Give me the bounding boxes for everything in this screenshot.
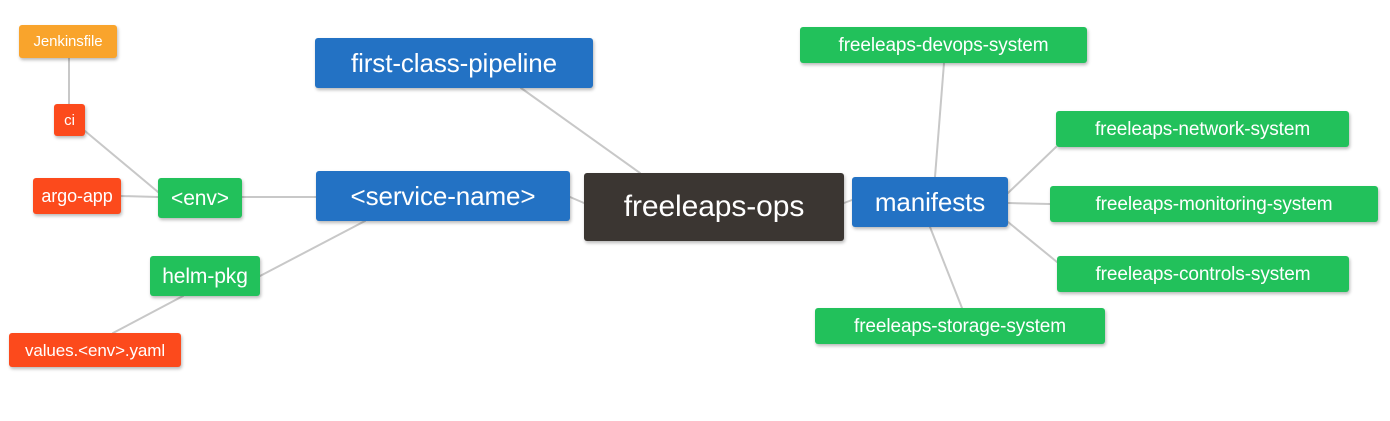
edge-argo-app-to-env	[120, 195, 159, 198]
node-freeleaps-devops-system[interactable]: freeleaps-devops-system	[800, 27, 1087, 63]
edge-freeleaps-controls-system-to-manifests	[1007, 221, 1058, 263]
node-Jenkinsfile[interactable]: Jenkinsfile	[19, 25, 117, 58]
node-values-env-yaml[interactable]: values.<env>.yaml	[9, 333, 181, 367]
edge-freeleaps-monitoring-system-to-manifests	[1007, 202, 1051, 205]
node-helm-pkg[interactable]: helm-pkg	[150, 256, 260, 296]
node-ci[interactable]: ci	[54, 104, 85, 136]
node-freeleaps-storage-system[interactable]: freeleaps-storage-system	[815, 308, 1105, 344]
edge-helm-pkg-to-values-env-yaml	[112, 295, 184, 334]
node-service-name[interactable]: <service-name>	[316, 171, 570, 221]
node-freeleaps-controls-system[interactable]: freeleaps-controls-system	[1057, 256, 1349, 292]
node-freeleaps-network-system[interactable]: freeleaps-network-system	[1056, 111, 1349, 147]
node-env[interactable]: <env>	[158, 178, 242, 218]
node-first-class-pipeline[interactable]: first-class-pipeline	[315, 38, 593, 88]
edge-freeleaps-devops-system-to-manifests	[934, 62, 945, 178]
node-freeleaps-ops[interactable]: freeleaps-ops	[584, 173, 844, 241]
edge-first-class-pipeline-to-freeleaps-ops	[520, 87, 641, 174]
node-manifests[interactable]: manifests	[852, 177, 1008, 227]
edge-service-name-to-helm-pkg	[259, 220, 366, 277]
edge-service-name-to-freeleaps-ops	[569, 196, 585, 204]
edge-freeleaps-network-system-to-manifests	[1007, 146, 1057, 194]
edge-freeleaps-storage-system-to-manifests	[929, 226, 963, 309]
node-argo-app[interactable]: argo-app	[33, 178, 121, 214]
node-freeleaps-monitoring-system[interactable]: freeleaps-monitoring-system	[1050, 186, 1378, 222]
edge-freeleaps-ops-to-manifests	[843, 199, 853, 204]
